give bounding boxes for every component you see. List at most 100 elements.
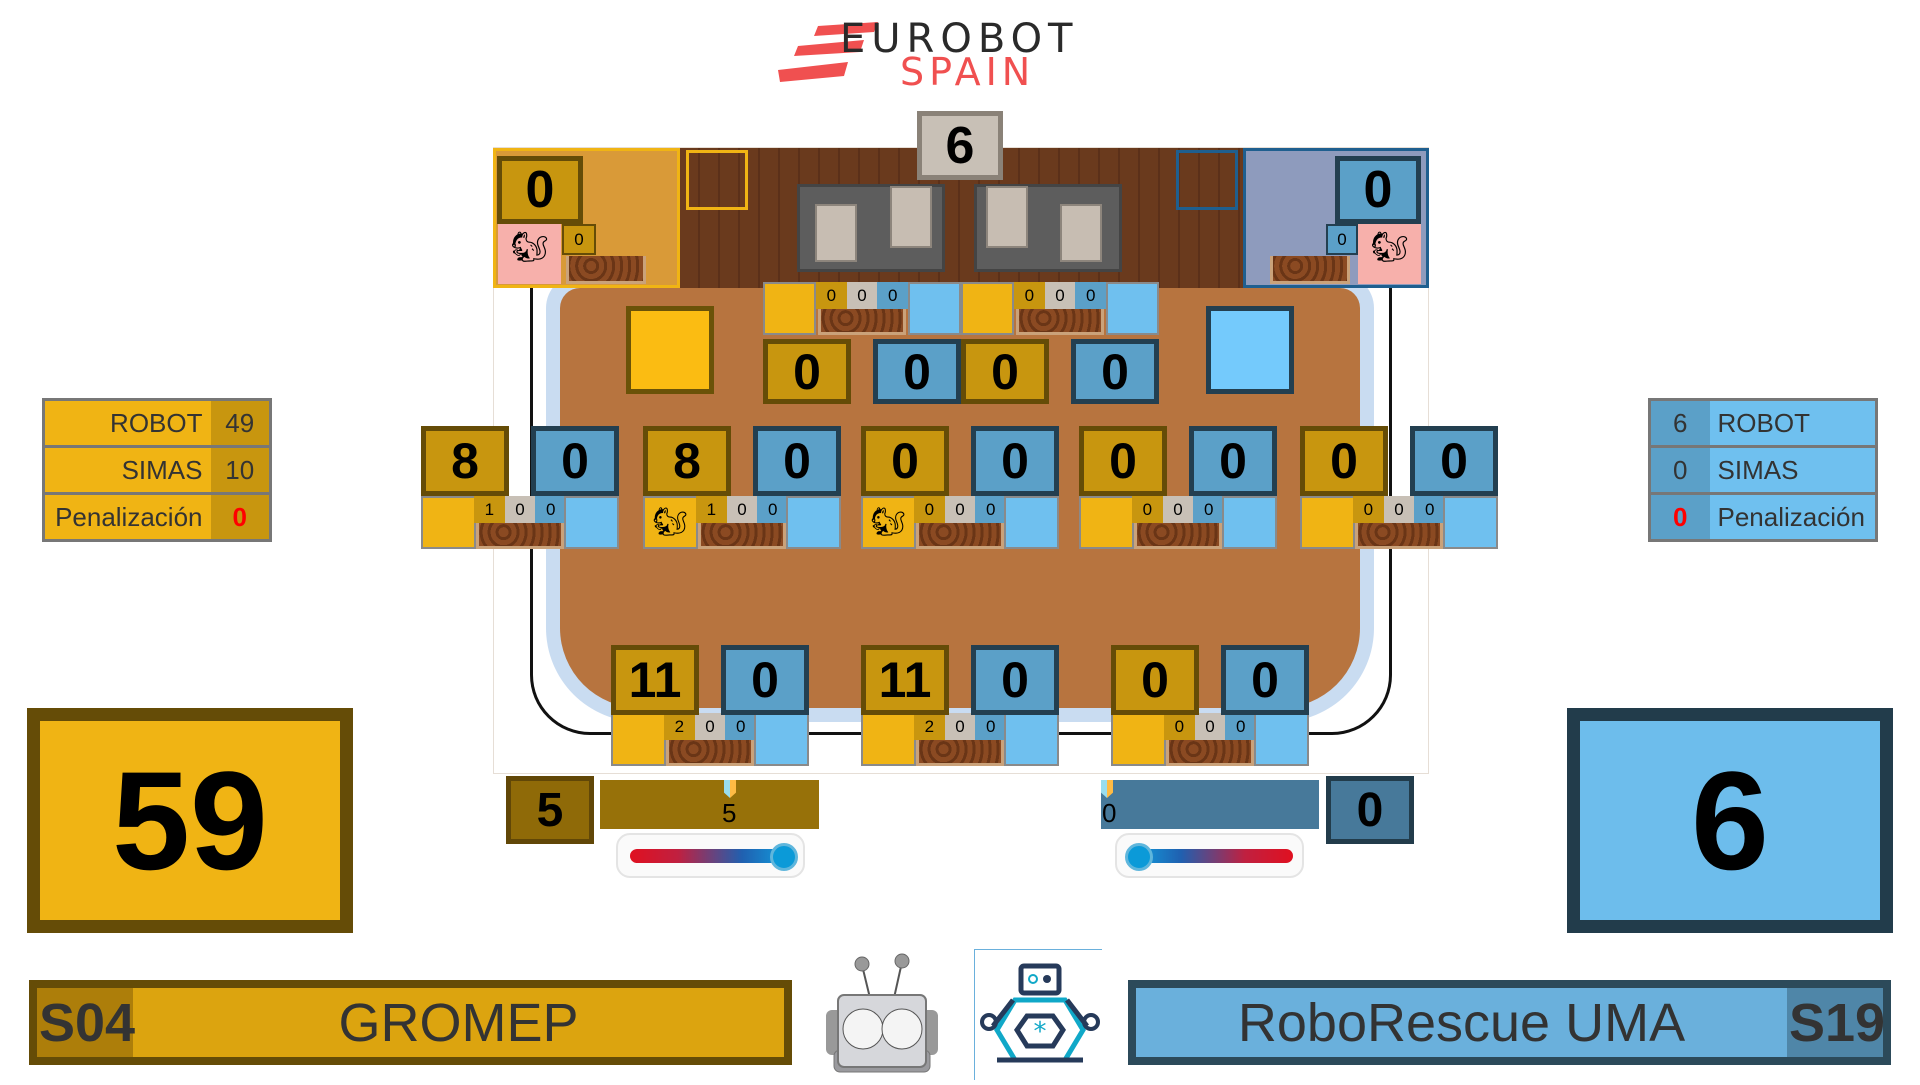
crate-icon (916, 740, 1004, 766)
yellow-cell (861, 496, 916, 549)
right-total-score: 6 (1567, 708, 1893, 933)
yellow-count: 0 (1132, 496, 1163, 523)
zone-right-outline (1176, 150, 1238, 210)
logo-text-spain: SPAIN (900, 50, 1036, 94)
blue-count: 0 (1193, 496, 1225, 523)
blue-score: 0 (753, 426, 841, 496)
stat-label: SIMAS (1709, 445, 1877, 494)
yellow-count: 2 (914, 713, 945, 740)
crate-icon (1355, 523, 1443, 549)
yellow-cell (961, 282, 1014, 335)
right-team-logo-frame: * (974, 949, 1102, 1080)
blue-score: 0 (1189, 426, 1277, 496)
yellow-cell (611, 713, 666, 766)
crate-icon (1270, 256, 1350, 284)
yellow-count: 1 (474, 496, 505, 523)
squirrel-icon: 🐿 (870, 506, 906, 537)
thermo-marker-icon (724, 780, 736, 798)
blue-cell (754, 713, 809, 766)
stat-label: Penalización (43, 492, 211, 541)
blue-count: 0 (535, 496, 567, 523)
yellow-count: 0 (914, 496, 945, 523)
right-team-robot-logo-icon: * (980, 963, 1100, 1063)
yellow-score: 8 (643, 426, 731, 496)
left-thermometer (616, 833, 805, 878)
zone-left-outline (686, 150, 748, 210)
right-thermo-label: 0 (1102, 798, 1117, 828)
blue-cell (786, 496, 841, 549)
blue-count: 0 (975, 496, 1007, 523)
crate-icon (476, 523, 564, 549)
top-score: 6 (917, 111, 1003, 180)
eurobot-spain-logo (778, 18, 1148, 88)
crate-icon (1166, 740, 1254, 766)
right-house-score: 0 (1335, 156, 1421, 224)
blue-cell (908, 282, 961, 335)
crate-icon (1016, 309, 1104, 335)
blue-cell (1004, 496, 1059, 549)
blue-cell (1254, 713, 1309, 766)
neutral-count: 0 (694, 713, 726, 740)
left-team-bar: S04 GROMEP (29, 980, 792, 1065)
stat-value: 49 (210, 398, 271, 447)
neutral-count: 0 (944, 713, 976, 740)
stat-label: ROBOT (1709, 398, 1877, 447)
panel (815, 204, 857, 262)
logo-text-eurobot: EUROBOT (840, 16, 1079, 62)
left-team-name: GROMEP (338, 992, 579, 1053)
yellow-count: 0 (1164, 713, 1195, 740)
stat-value: 0 (1649, 445, 1710, 494)
crate-icon (666, 740, 754, 766)
crate-icon (698, 523, 786, 549)
crate-icon (818, 309, 906, 335)
blue-score: 0 (531, 426, 619, 496)
neutral-count: 0 (944, 496, 976, 523)
panel (1060, 204, 1102, 262)
yellow-score: 11 (611, 645, 699, 715)
right-team-bar: RoboRescue UMA S19 (1128, 980, 1891, 1065)
left-team-robot-logo-icon (826, 953, 938, 1073)
blue-count: 0 (1414, 496, 1446, 523)
yellow-cell (763, 282, 816, 335)
blue-cell (564, 496, 619, 549)
stat-value: 10 (210, 445, 271, 494)
right-thermo-bar: 0 (1101, 780, 1319, 829)
yellow-count: 1 (696, 496, 727, 523)
yellow-cell (861, 713, 916, 766)
neutral-count: 0 (846, 282, 878, 309)
yellow-score: 0 (1300, 426, 1388, 496)
neutral-count: 0 (1162, 496, 1194, 523)
blue-cell (1106, 282, 1159, 335)
panel (890, 186, 932, 248)
yellow-count: 2 (664, 713, 695, 740)
blue-count: 0 (757, 496, 789, 523)
right-team-name: RoboRescue UMA (1237, 992, 1686, 1053)
crate-icon (1134, 523, 1222, 549)
neutral-count: 0 (1194, 713, 1226, 740)
blue-score: 0 (721, 645, 809, 715)
blue-count: 0 (975, 713, 1007, 740)
yellow-score: 8 (421, 426, 509, 496)
logo-swoosh-icon (778, 22, 878, 82)
yellow-cell (1300, 496, 1355, 549)
panel (986, 186, 1028, 248)
blue-score: 0 (971, 426, 1059, 496)
blue-count: 0 (1225, 713, 1257, 740)
stat-label: Penalización (1709, 492, 1877, 541)
left-squirrel-icon: 🐿 (498, 224, 561, 284)
